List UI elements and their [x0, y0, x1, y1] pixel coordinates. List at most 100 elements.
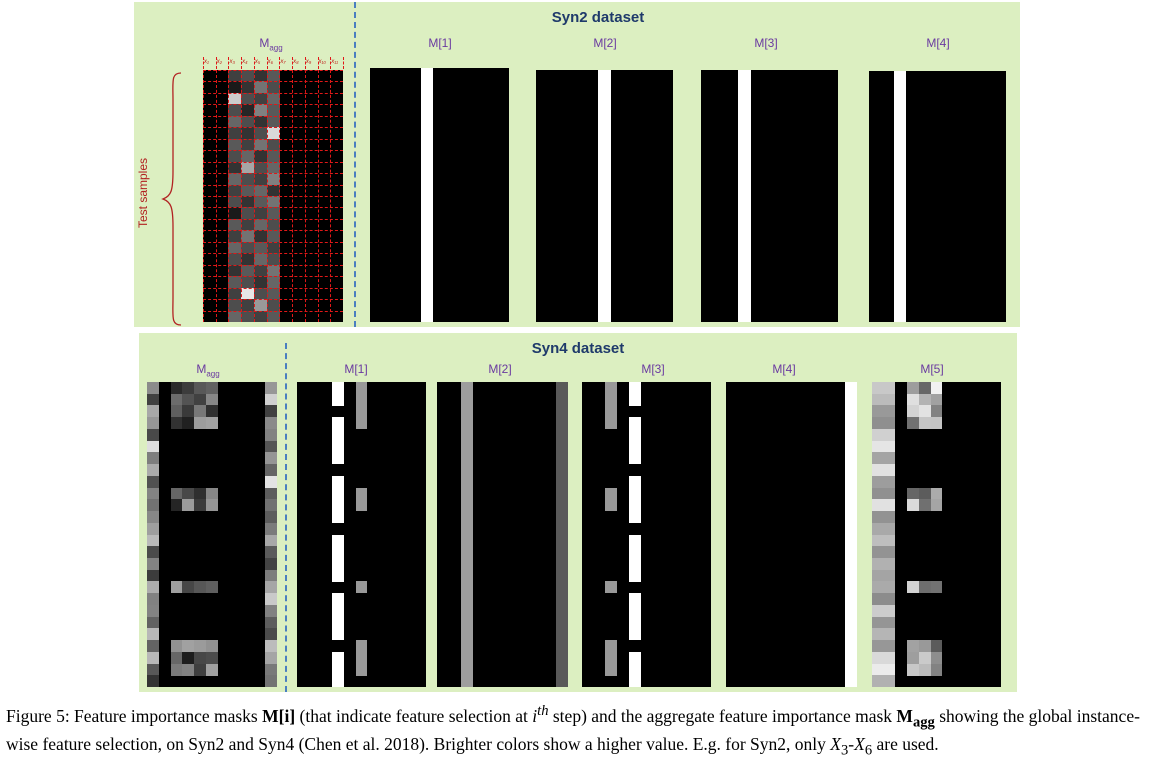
heatmap-cell — [147, 475, 160, 488]
mask-cell — [628, 393, 641, 406]
grid-line — [203, 161, 343, 163]
heatmap-cell — [253, 287, 267, 300]
heatmap-cell — [170, 499, 183, 512]
syn4-mask-2 — [437, 382, 568, 687]
mask-cell — [907, 581, 919, 594]
syn4-magg-heatmap — [147, 382, 277, 687]
syn2-title: Syn2 dataset — [551, 9, 645, 26]
grid-line — [203, 173, 343, 175]
mask-cell — [872, 440, 896, 453]
heatmap-cell — [253, 92, 267, 105]
heatmap-cell — [266, 287, 280, 300]
heatmap-cell — [182, 382, 195, 395]
heatmap-cell — [266, 276, 280, 288]
selected-feature-column — [738, 70, 751, 322]
heatmap-cell — [147, 522, 160, 535]
heatmap-cell — [170, 651, 183, 664]
mask-cell — [628, 440, 641, 453]
mask-cell — [628, 557, 641, 570]
mask-cell — [872, 546, 896, 559]
heatmap-cell — [182, 651, 195, 664]
heatmap-cell — [253, 276, 267, 288]
feature-label: x₅ — [254, 59, 261, 65]
heatmap-cell — [265, 651, 277, 664]
selected-feature-column — [598, 70, 611, 322]
mask-cell — [628, 475, 641, 488]
heatmap-cell — [228, 92, 242, 105]
mask-cell — [872, 663, 896, 676]
heatmap-cell — [206, 581, 219, 594]
heatmap-cell — [253, 150, 267, 162]
heatmap-cell — [241, 92, 255, 105]
heatmap-cell — [147, 640, 160, 653]
grid-line — [203, 138, 343, 140]
grid-line — [203, 104, 343, 106]
syn2-mask-label-3: M[3] — [754, 36, 778, 50]
heatmap-cell — [228, 207, 242, 220]
heatmap-cell — [241, 115, 255, 128]
mask-cell — [605, 651, 618, 664]
mask-cell — [332, 593, 344, 606]
selected-feature-column — [893, 71, 907, 322]
heatmap-cell — [147, 546, 160, 559]
heatmap-cell — [241, 104, 255, 117]
grid-line — [292, 57, 294, 69]
heatmap-cell — [228, 173, 242, 185]
mask-column — [845, 382, 857, 687]
heatmap-cell — [265, 616, 277, 629]
heatmap-cell — [228, 70, 242, 82]
heatmap-cell — [265, 393, 277, 406]
heatmap-cell — [194, 487, 207, 500]
mask-cell — [907, 487, 919, 500]
syn4-mask-5 — [872, 382, 1001, 687]
figure-caption: Figure 5: Feature importance masks M[i] … — [6, 703, 1140, 759]
heatmap-cell — [147, 499, 160, 512]
heatmap-cell — [228, 230, 242, 243]
heatmap-cell — [228, 299, 242, 311]
heatmap-cell — [241, 196, 255, 208]
heatmap-cell — [206, 487, 219, 500]
mask-cell — [332, 393, 344, 406]
mask-cell — [930, 487, 943, 500]
mask-cell — [872, 651, 896, 664]
syn4-panel: Syn4 dataset Magg M[1]M[2]M[3]M[4]M[5] — [139, 333, 1017, 692]
heatmap-cell — [194, 581, 207, 594]
heatmap-cell — [194, 640, 207, 653]
heatmap-cell — [228, 161, 242, 174]
heatmap-cell — [147, 557, 160, 570]
mask-cell — [332, 604, 344, 617]
heatmap-cell — [265, 640, 277, 653]
heatmap-cell — [147, 428, 160, 441]
mask-cell — [628, 651, 641, 664]
syn4-title: Syn4 dataset — [531, 340, 625, 357]
feature-label: x₉ — [305, 59, 312, 65]
heatmap-cell — [266, 241, 280, 254]
syn4-mask-label-1: M[1] — [344, 362, 368, 376]
heatmap-cell — [266, 104, 280, 117]
mask-cell — [907, 651, 919, 664]
grid-line — [241, 57, 243, 69]
heatmap-cell — [265, 569, 277, 582]
heatmap-cell — [147, 382, 160, 395]
heatmap-cell — [182, 393, 195, 406]
mask-cell — [332, 628, 344, 641]
mask-cell — [918, 487, 931, 500]
heatmap-cell — [194, 393, 207, 406]
heatmap-cell — [206, 405, 219, 418]
mask-cell — [872, 475, 896, 488]
heatmap-cell — [265, 511, 277, 524]
grid-line — [203, 218, 343, 220]
mask-cell — [628, 616, 641, 629]
heatmap-cell — [228, 104, 242, 117]
heatmap-cell — [147, 651, 160, 664]
mask-cell — [872, 675, 896, 687]
heatmap-cell — [228, 127, 242, 140]
syn4-mask-3 — [582, 382, 711, 687]
heatmap-cell — [253, 104, 267, 117]
mask-cell — [872, 604, 896, 617]
heatmap-cell — [206, 417, 219, 430]
heatmap-cell — [228, 241, 242, 254]
heatmap-cell — [228, 115, 242, 128]
grid-line — [203, 264, 343, 266]
